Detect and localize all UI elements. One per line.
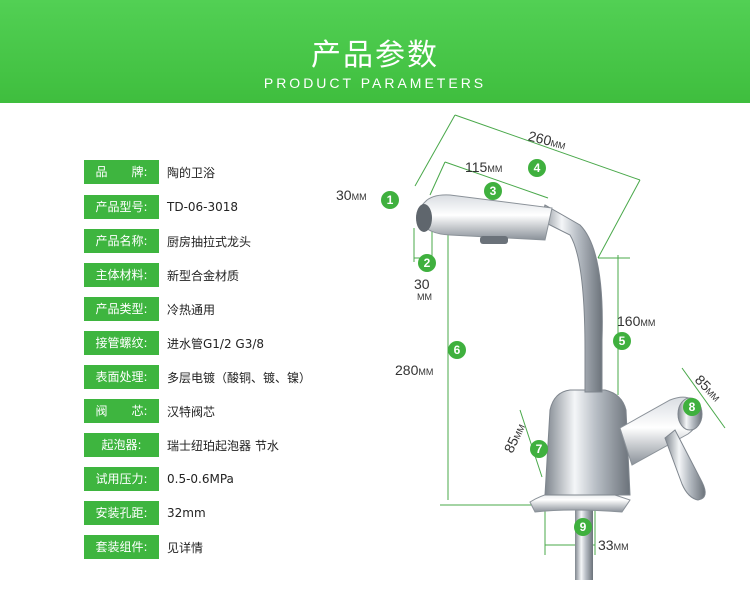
dim-badge-2: 2 (418, 254, 436, 272)
param-value: 进水管G1/2 G3/8 (167, 336, 265, 351)
param-value: 见详情 (167, 540, 204, 555)
param-value: 厨房抽拉式龙头 (167, 234, 252, 249)
header-banner: 产品参数 PRODUCT PARAMETERS (0, 0, 750, 103)
dim-label-9: 33MM (598, 537, 629, 553)
dim-badge-8: 8 (683, 398, 701, 416)
param-value: 新型合金材质 (167, 268, 240, 283)
param-row-name: 产品名称: 厨房抽拉式龙头 (84, 229, 251, 253)
param-row-aerator: 起泡器: 瑞士纽珀起泡器 节水 (84, 433, 279, 457)
param-row-brand: 品 牌: 陶的卫浴 (84, 160, 215, 184)
param-label: 产品名称: (84, 229, 159, 253)
param-row-valve: 阀 芯: 汉特阀芯 (84, 399, 215, 423)
dim-badge-5: 5 (613, 332, 631, 350)
param-label: 主体材料: (84, 263, 159, 287)
faucet-illustration (416, 194, 706, 580)
dim-badge-3: 3 (484, 182, 502, 200)
param-row-material: 主体材料: 新型合金材质 (84, 263, 239, 287)
param-value: 冷热通用 (167, 302, 216, 317)
dim-badge-4: 4 (528, 159, 546, 177)
param-value: 32mm (167, 506, 206, 520)
dim-badge-7: 7 (530, 440, 548, 458)
dim-label-2: 30 (414, 276, 430, 292)
faucet-diagram (413, 114, 726, 580)
dim-label-1: 30MM (336, 187, 367, 203)
param-row-pressure: 试用压力: 0.5-0.6MPa (84, 467, 234, 491)
param-label: 品 牌: (84, 160, 159, 184)
param-row-hole-spacing: 安装孔距: 32mm (84, 501, 206, 525)
dim-badge-9: 9 (574, 518, 592, 536)
param-label: 表面处理: (84, 365, 159, 389)
dim-label-3: 115MM (465, 159, 503, 175)
param-label: 产品型号: (84, 195, 159, 219)
param-row-type: 产品类型: 冷热通用 (84, 297, 215, 321)
param-label: 接管螺纹: (84, 331, 159, 355)
param-value: TD-06-3018 (167, 200, 239, 214)
page-subtitle: PRODUCT PARAMETERS (263, 75, 487, 91)
param-value: 多层电镀（酸铜、镀、镍） (167, 370, 312, 385)
dim-badge-1: 1 (381, 191, 399, 209)
page-title: 产品参数 (311, 38, 439, 73)
param-label: 阀 芯: (84, 399, 159, 423)
dim-unit-2: MM (417, 292, 432, 302)
param-label: 起泡器: (84, 433, 159, 457)
dim-label-5: 160MM (617, 313, 656, 329)
param-label: 试用压力: (84, 467, 159, 491)
param-row-model: 产品型号: TD-06-3018 (84, 195, 238, 219)
param-label: 产品类型: (84, 297, 159, 321)
dim-badge-6: 6 (448, 341, 466, 359)
param-value: 汉特阀芯 (167, 404, 216, 419)
param-row-thread: 接管螺纹: 进水管G1/2 G3/8 (84, 331, 264, 355)
param-label: 安装孔距: (84, 501, 159, 525)
param-value: 瑞士纽珀起泡器 节水 (167, 438, 279, 453)
dim-label-6: 280MM (395, 362, 434, 378)
param-value: 0.5-0.6MPa (167, 472, 234, 486)
param-row-finish: 表面处理: 多层电镀（酸铜、镀、镍） (84, 365, 311, 389)
param-label: 套装组件: (84, 535, 159, 559)
param-value: 陶的卫浴 (167, 165, 216, 180)
param-row-kit: 套装组件: 见详情 (84, 535, 203, 559)
